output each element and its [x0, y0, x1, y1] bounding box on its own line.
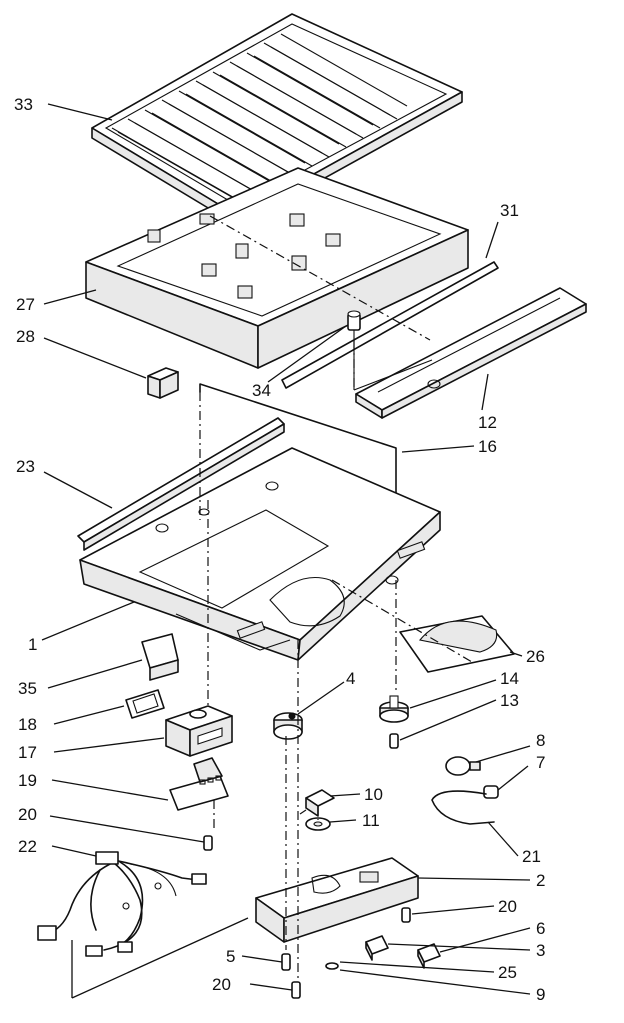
callout-1: 1 — [28, 635, 37, 654]
part-2-control-panel — [255, 857, 419, 943]
part-12-channel — [355, 287, 587, 419]
callout-20-c: 20 — [212, 975, 231, 994]
screw-20-right — [401, 907, 411, 923]
callout-13: 13 — [500, 691, 519, 710]
part-8-bulb — [445, 756, 481, 776]
part-7-socket — [483, 785, 499, 799]
callout-20-b: 20 — [498, 897, 517, 916]
part-26-pad — [399, 615, 515, 673]
callout-19: 19 — [18, 771, 37, 790]
part-22-wiring-harness — [37, 851, 249, 999]
screw-20-upper — [203, 835, 213, 851]
part-19-bracket — [169, 757, 229, 811]
part-33-grille-shelf — [91, 13, 463, 227]
part-35-damper — [141, 633, 179, 681]
callout-34: 34 — [252, 381, 271, 400]
screw-5 — [281, 953, 291, 971]
callout-27: 27 — [16, 295, 35, 314]
callout-3: 3 — [536, 941, 545, 960]
part-27-cover — [85, 167, 469, 369]
callout-18: 18 — [18, 715, 37, 734]
callout-35: 35 — [18, 679, 37, 698]
callout-labels: 33 31 27 28 34 12 16 23 1 26 35 4 14 13 … — [14, 95, 545, 1004]
part-28-block — [147, 367, 179, 399]
callout-31: 31 — [500, 201, 519, 220]
callout-4: 4 — [346, 669, 355, 688]
callout-14: 14 — [500, 669, 519, 688]
callout-7: 7 — [536, 753, 545, 772]
callout-12: 12 — [478, 413, 497, 432]
part-10-switch — [299, 789, 335, 817]
part-6-switch — [417, 943, 441, 969]
callout-6: 6 — [536, 919, 545, 938]
part-14-knob — [379, 695, 409, 723]
callout-22: 22 — [18, 837, 37, 856]
callout-20-a: 20 — [18, 805, 37, 824]
part-3-switch — [365, 935, 389, 961]
callout-9: 9 — [536, 985, 545, 1004]
callout-5: 5 — [226, 947, 235, 966]
part-31-strip — [281, 261, 499, 389]
part-25-nut — [325, 962, 339, 970]
callout-2: 2 — [536, 871, 545, 890]
callout-33: 33 — [14, 95, 33, 114]
callout-26: 26 — [526, 647, 545, 666]
part-13-screw — [389, 733, 399, 749]
callout-8: 8 — [536, 731, 545, 750]
callout-11: 11 — [362, 811, 380, 830]
callout-25: 25 — [498, 963, 517, 982]
callout-10: 10 — [364, 785, 383, 804]
part-23-rear-strip — [77, 417, 285, 551]
part-17-control-housing — [165, 705, 233, 757]
part-21-lead — [431, 790, 495, 825]
part-4-thermostat — [273, 712, 303, 740]
callout-23: 23 — [16, 457, 35, 476]
callout-21: 21 — [522, 847, 541, 866]
callout-16: 16 — [478, 437, 497, 456]
part-18-bezel — [125, 689, 165, 719]
part-11-disc — [305, 817, 331, 831]
screw-20-lower — [291, 981, 301, 999]
callout-28: 28 — [16, 327, 35, 346]
part-1-base-pan — [79, 447, 441, 661]
leader-lines — [41, 103, 531, 995]
assembly-centerlines — [199, 215, 473, 980]
callout-17: 17 — [18, 743, 37, 762]
